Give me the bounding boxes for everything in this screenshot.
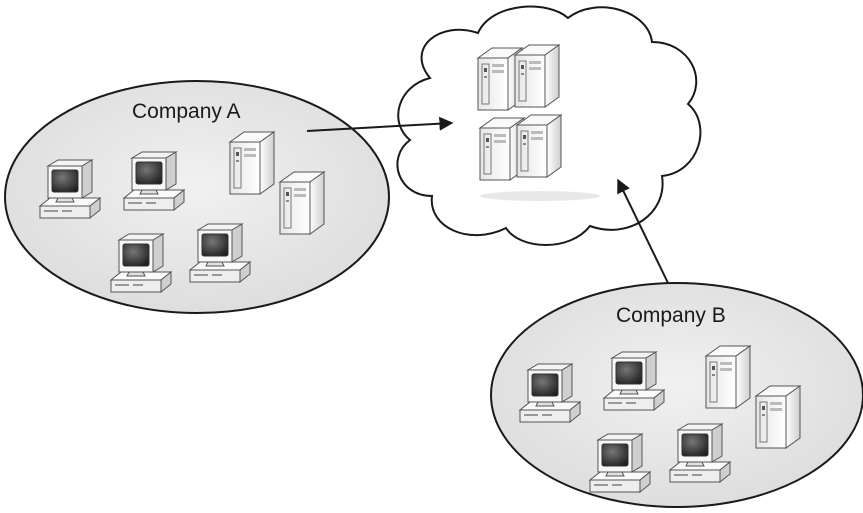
server-icon — [516, 114, 562, 178]
desktop-pc-icon — [39, 159, 101, 219]
desktop-pc-icon — [669, 423, 731, 483]
company-b-label: Company B — [616, 304, 726, 327]
cloud-server-cluster — [477, 44, 600, 201]
desktop-pc-icon — [589, 433, 651, 493]
desktop-pc-icon — [110, 233, 172, 293]
connection-arrow-company-a-to-cloud — [306, 116, 454, 132]
group-company-a: Company A — [4, 80, 390, 314]
company-a-boundary — [4, 80, 390, 314]
server-icon — [279, 171, 325, 235]
group-company-b: Company B — [490, 282, 863, 508]
desktop-pc-icon — [603, 351, 665, 411]
server-icon — [514, 44, 560, 108]
server-icon — [755, 385, 801, 449]
server-icon — [229, 131, 275, 195]
desktop-pc-icon — [123, 151, 185, 211]
desktop-pc-icon — [189, 223, 251, 283]
desktop-pc-icon — [519, 363, 581, 423]
company-a-label: Company A — [132, 100, 241, 123]
company-b-boundary — [490, 282, 863, 508]
cloud-datacenter — [396, 5, 702, 246]
connection-arrow-company-b-to-cloud — [617, 178, 669, 284]
server-icon — [705, 345, 751, 409]
